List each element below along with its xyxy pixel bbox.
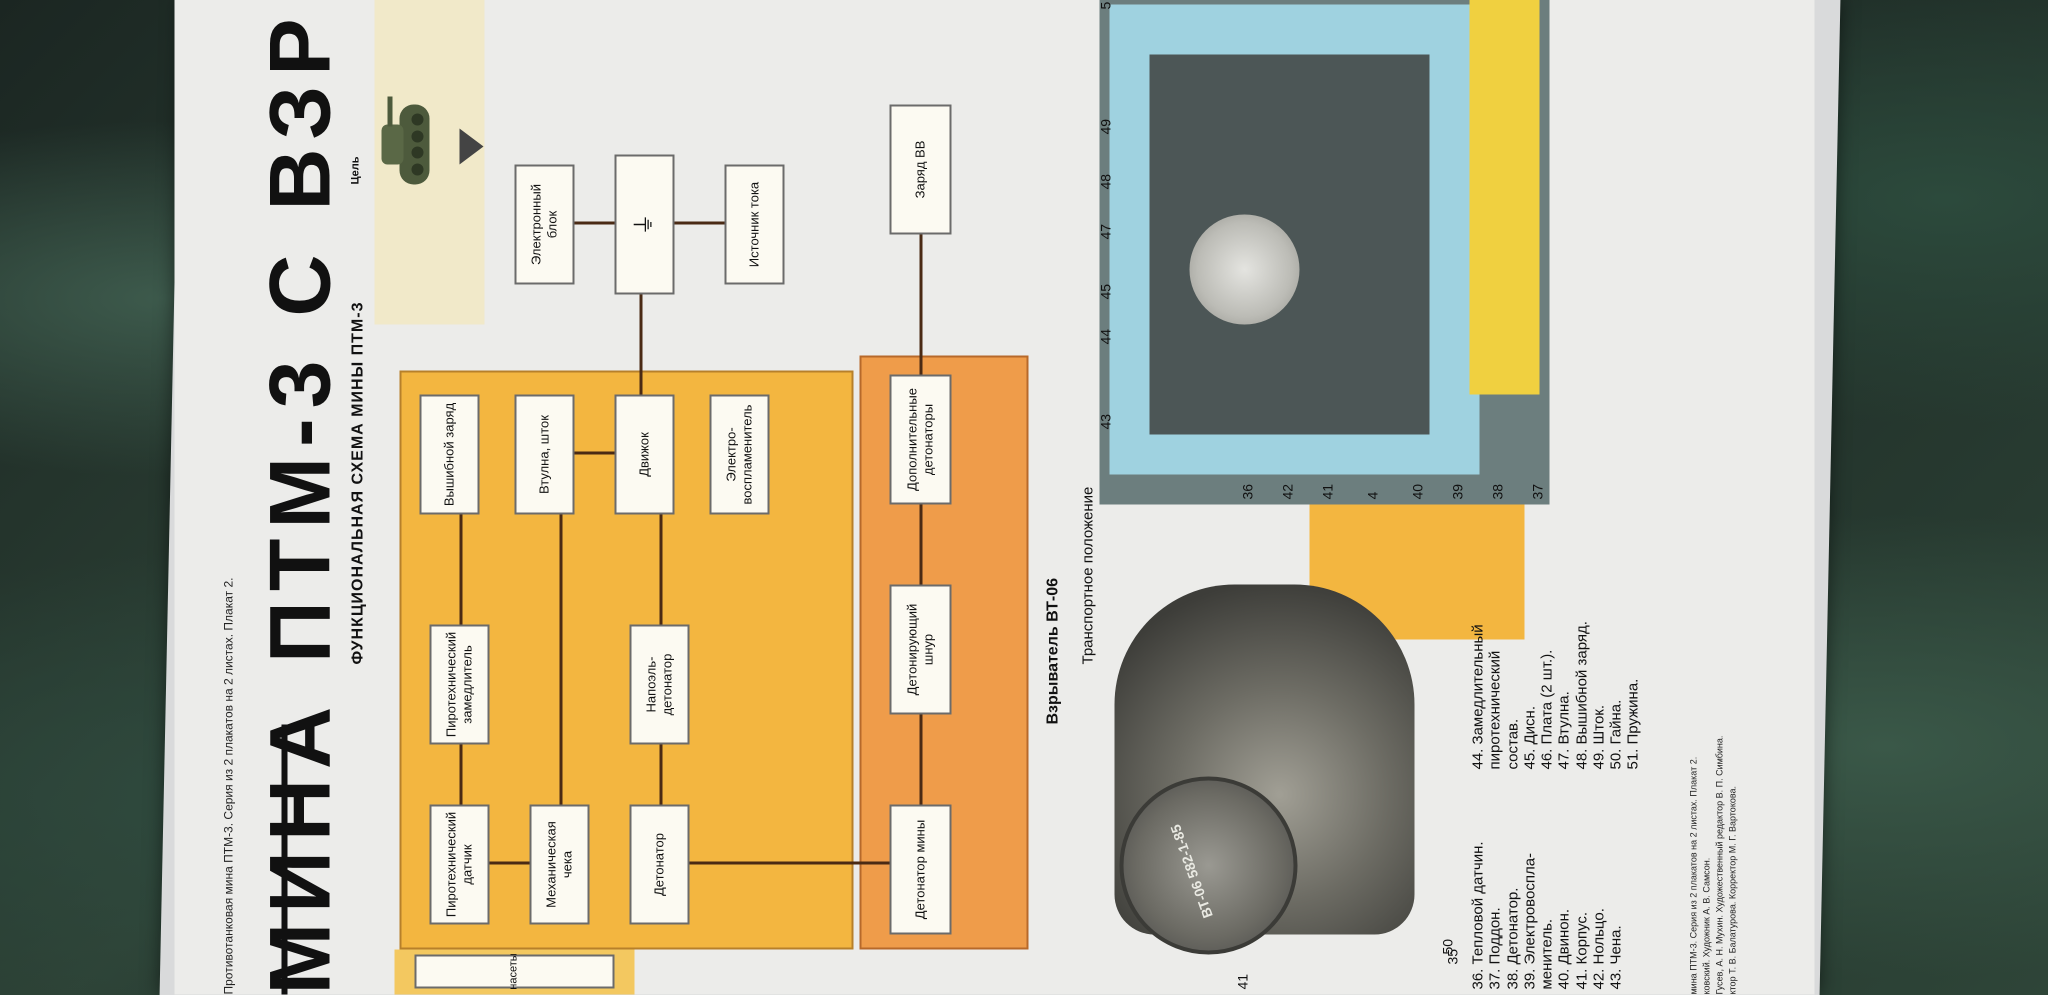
series-line: Противотанковая мина ПТМ-3. Серия из 2 п… bbox=[221, 577, 236, 995]
label-48: 48 bbox=[1097, 173, 1114, 190]
label-4: 4 bbox=[1364, 491, 1381, 500]
block-pyro-sensor: Пиротехнический датчик bbox=[429, 804, 490, 925]
wire-1 bbox=[489, 861, 530, 865]
block-left-strip: насеты bbox=[414, 953, 615, 990]
block-power-source: Источник тока bbox=[724, 164, 785, 285]
legend-item: 46. Плата (2 шт.). bbox=[1538, 649, 1556, 770]
label-42: 42 bbox=[1279, 483, 1296, 500]
block-pyro-delay: Пиротехнический замедлитель bbox=[429, 624, 490, 745]
title-underline bbox=[281, 724, 288, 995]
wire-6 bbox=[659, 744, 663, 805]
cutaway-charge bbox=[1469, 0, 1540, 395]
poster-title: МИНА ПТМ-3 С ВЗР bbox=[252, 8, 349, 995]
legend-item: 45. Дисн. bbox=[1521, 705, 1539, 770]
block-explosive-charge: Заряд ВВ bbox=[889, 104, 952, 235]
block-expel-charge: Вышибной заряд bbox=[419, 394, 480, 515]
legend-item: 41. Корпус. bbox=[1573, 911, 1590, 990]
wire-13 bbox=[919, 504, 923, 585]
label-38: 38 bbox=[1489, 483, 1506, 500]
legend-item: 43. Чена. bbox=[1607, 925, 1625, 990]
credit-line: ктор Т. В. Балатурова. Корректор М. Г. В… bbox=[1727, 785, 1738, 995]
wire-10 bbox=[674, 221, 725, 225]
label-35: 35 bbox=[1444, 948, 1461, 965]
label-44: 44 bbox=[1097, 328, 1114, 345]
block-det-cord: Детонирующий шнур bbox=[889, 584, 952, 715]
wire-3 bbox=[459, 514, 463, 625]
left-strip: насеты bbox=[394, 949, 635, 995]
wire-12 bbox=[919, 714, 923, 805]
legend-item: 39. Электровоспла- bbox=[1521, 852, 1539, 990]
legend-item: 49. Шток. bbox=[1590, 704, 1608, 770]
wire-9 bbox=[574, 221, 615, 225]
label-36: 36 bbox=[1239, 483, 1256, 500]
credit-line: мина ПТМ-3. Серия из 2 плакатов на 2 лис… bbox=[1688, 756, 1699, 995]
scheme-subtitle: ФУНКЦИОНАЛЬНАЯ СХЕМА МИНЫ ПТМ-3 bbox=[349, 301, 367, 665]
tank-icon bbox=[381, 96, 430, 185]
legend-item: 38. Детонатор. bbox=[1504, 887, 1521, 990]
legend-item: 37. Поддон. bbox=[1486, 907, 1504, 990]
wire-11 bbox=[689, 861, 890, 865]
legend-item: 42. Нольцо. bbox=[1590, 908, 1608, 990]
legend-item: 36. Тепловой датчин. bbox=[1469, 841, 1487, 990]
switch-block: ⏚ bbox=[614, 154, 675, 295]
legend-item: 40. Двинон. bbox=[1555, 908, 1573, 990]
legend-right: 44. Замедлительный пиротехнический соста… bbox=[1470, 621, 1643, 769]
block-mech-pin: Механическая чека bbox=[529, 804, 590, 925]
legend-item: 51. Пружина. bbox=[1624, 678, 1642, 770]
credit-line: Гусев, А. Н. Мухин. Художественный редак… bbox=[1714, 735, 1725, 995]
block-sleeve-rod: Втулна, шток bbox=[514, 394, 575, 515]
block-detonator: Детонатор bbox=[629, 804, 690, 925]
legend-item: 47. Втулна. bbox=[1555, 691, 1573, 770]
target-arrow-icon bbox=[459, 128, 484, 165]
label-5: 5 bbox=[1097, 1, 1114, 10]
block-electro-igniter: Электро-воспламенитель bbox=[709, 394, 770, 515]
target-label: Цель bbox=[349, 156, 362, 185]
legend-item: 44. Замедлительный bbox=[1469, 624, 1487, 770]
block-electronic-unit: Электронный блок bbox=[514, 164, 575, 285]
block-extra-detonators: Дополнительные детонаторы bbox=[889, 374, 952, 505]
wire-4 bbox=[559, 514, 563, 805]
legend-item: 48. Вышибной заряд. bbox=[1573, 621, 1590, 770]
wire-2 bbox=[459, 744, 463, 805]
fuze-subtitle: Транспортное положение bbox=[1079, 486, 1097, 665]
block-mine-detonator: Детонатор мины bbox=[889, 804, 952, 935]
label-40: 40 bbox=[1409, 483, 1426, 500]
legend-item: менитель. bbox=[1538, 918, 1556, 990]
legend-left: 36. Тепловой датчин. 37. Поддон. 38. Дет… bbox=[1470, 841, 1625, 989]
label-49: 49 bbox=[1097, 118, 1114, 135]
label-37: 37 bbox=[1529, 483, 1546, 500]
legend-item: 50. Гайна. bbox=[1607, 699, 1625, 770]
wire-5 bbox=[659, 514, 663, 625]
label-41-photo: 41 bbox=[1234, 973, 1251, 990]
label-41: 41 bbox=[1319, 483, 1336, 500]
block-cap-detonator: Напоэль-детонатор bbox=[629, 624, 690, 745]
fuze-title: Взрыватель ВТ-06 bbox=[1044, 578, 1062, 725]
label-43: 43 bbox=[1097, 413, 1114, 430]
wire-8 bbox=[639, 294, 643, 395]
label-47: 47 bbox=[1097, 223, 1114, 240]
legend-item: пиротехнический bbox=[1486, 650, 1504, 770]
credit-line: ковский. Художник А. В. Самсон. bbox=[1701, 857, 1712, 995]
fuze-photo-face: ВТ-06 582-1-85 bbox=[1119, 776, 1298, 955]
credits: мина ПТМ-3. Серия из 2 плакатов на 2 лис… bbox=[1688, 736, 1740, 995]
wire-14 bbox=[919, 234, 923, 375]
label-39: 39 bbox=[1449, 483, 1466, 500]
wire-7 bbox=[574, 451, 615, 455]
photo-marking: ВТ-06 582-1-85 bbox=[1167, 822, 1216, 921]
cutaway-disc bbox=[1189, 214, 1300, 325]
legend-item: состав. bbox=[1504, 718, 1521, 770]
block-slider: Движок bbox=[614, 394, 675, 515]
label-45: 45 bbox=[1097, 283, 1114, 300]
